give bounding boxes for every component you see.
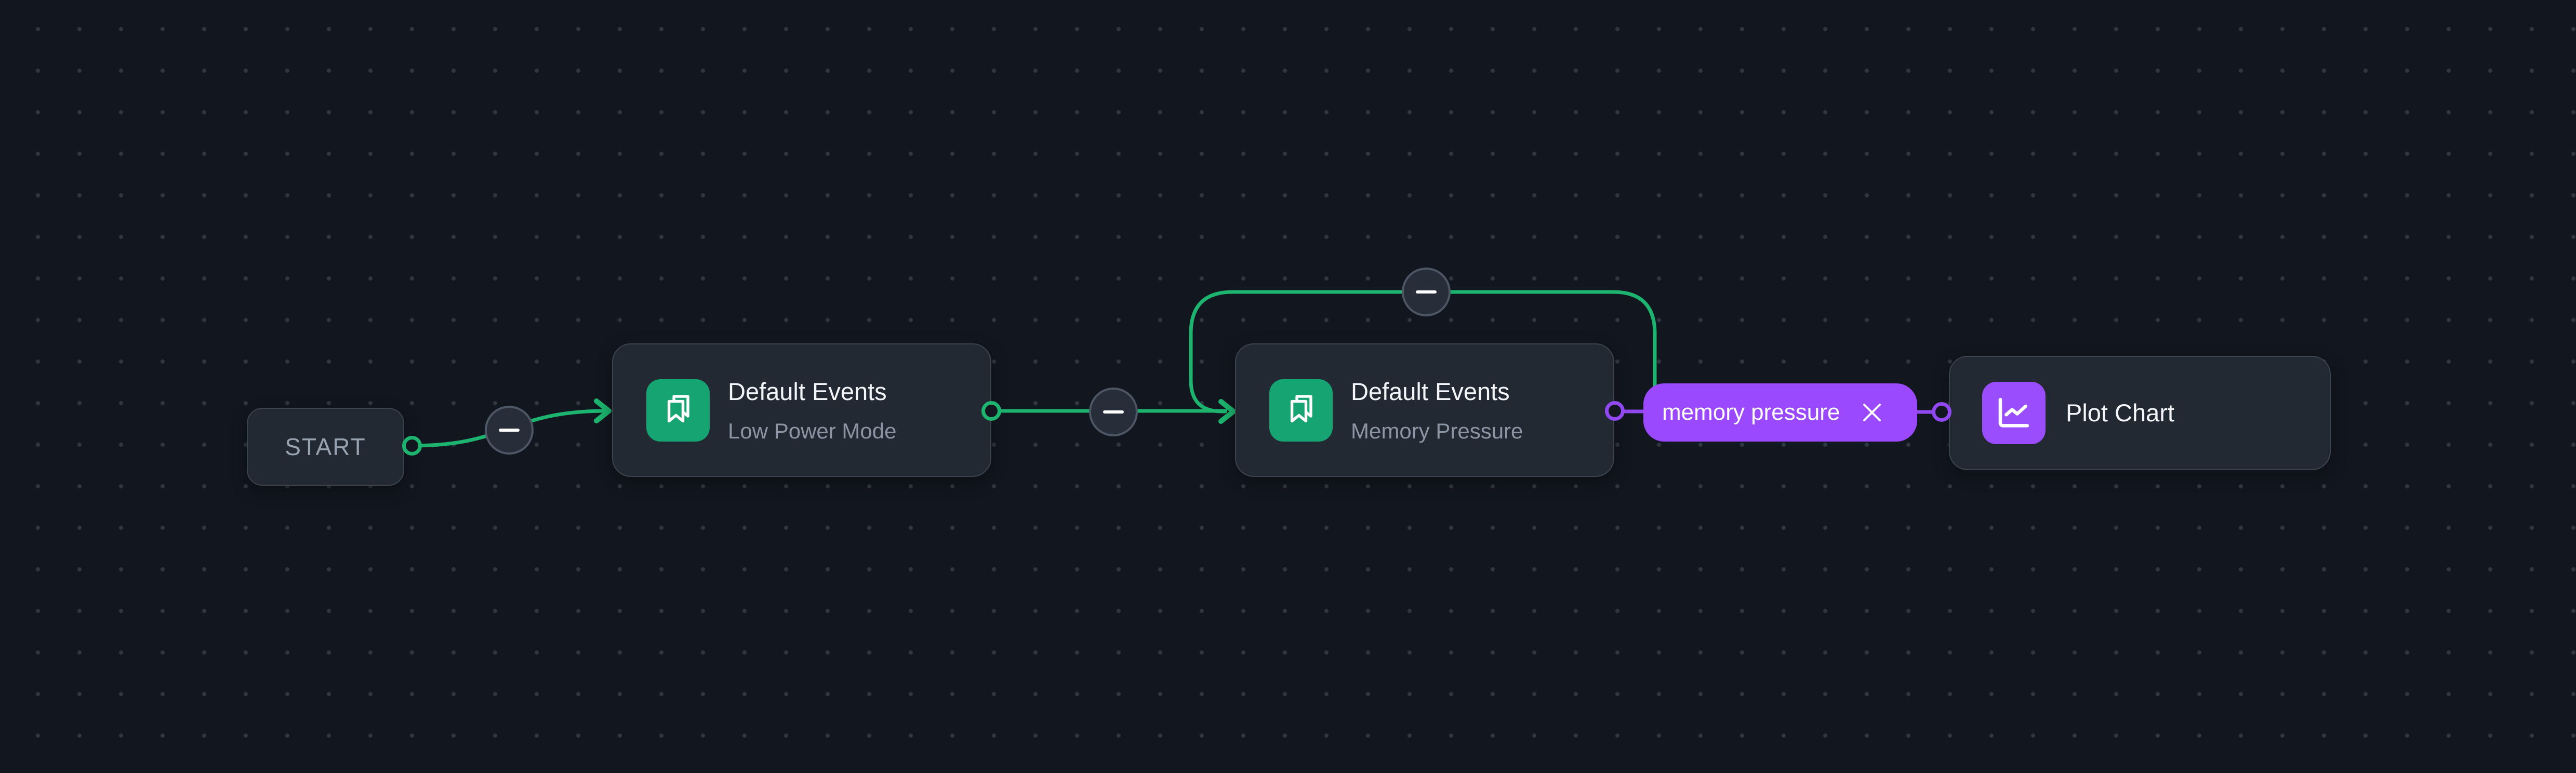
event1-output-handle[interactable] bbox=[981, 401, 1001, 421]
delete-edge-button-start-event1[interactable] bbox=[485, 406, 534, 455]
event2-output-handle[interactable] bbox=[1605, 401, 1625, 421]
bookmarks-icon bbox=[1269, 379, 1333, 442]
edge-event2-self-loop[interactable] bbox=[1189, 290, 1657, 414]
start-node-label: START bbox=[285, 433, 366, 460]
minus-icon bbox=[499, 429, 520, 432]
edge-event2-arrowhead bbox=[1218, 399, 1236, 424]
line-chart-icon bbox=[1982, 382, 2046, 444]
node-title: Default Events bbox=[1351, 377, 1510, 405]
node-subtitle: Low Power Mode bbox=[728, 418, 897, 443]
start-output-handle[interactable] bbox=[402, 436, 422, 456]
x-icon[interactable] bbox=[1862, 402, 1882, 423]
edge-label-memory-pressure[interactable]: memory pressure bbox=[1643, 383, 1917, 442]
node-title: Plot Chart bbox=[2066, 399, 2174, 427]
event-node-low-power-mode[interactable]: Default Events Low Power Mode bbox=[612, 343, 991, 477]
event-node-memory-pressure[interactable]: Default Events Memory Pressure bbox=[1235, 343, 1614, 477]
node-subtitle: Memory Pressure bbox=[1351, 418, 1523, 443]
node-title: Default Events bbox=[728, 377, 887, 405]
delete-edge-button-event1-event2[interactable] bbox=[1089, 388, 1138, 436]
start-node[interactable]: START bbox=[247, 408, 404, 486]
edge-start-to-event1-arrowhead bbox=[594, 398, 612, 423]
plot-input-handle[interactable] bbox=[1932, 402, 1951, 422]
minus-icon bbox=[1416, 290, 1437, 294]
delete-edge-button-event2-loop[interactable] bbox=[1402, 268, 1451, 316]
edge-label-text: memory pressure bbox=[1662, 399, 1840, 425]
plot-chart-node[interactable]: Plot Chart bbox=[1949, 356, 2331, 470]
minus-icon bbox=[1103, 410, 1124, 414]
bookmarks-icon bbox=[646, 379, 710, 442]
